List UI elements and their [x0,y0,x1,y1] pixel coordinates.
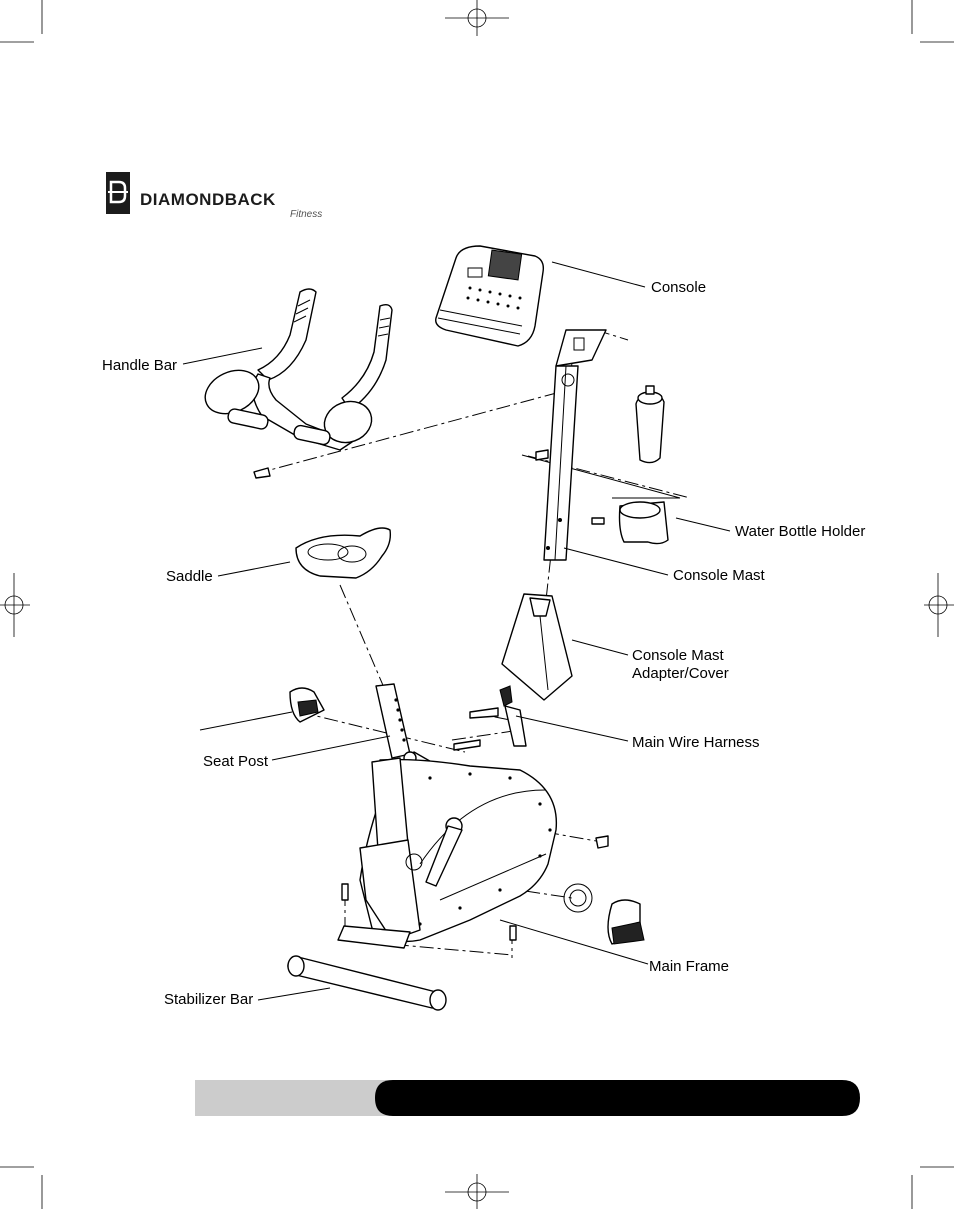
brand-logo: DIAMONDBACK Fitness [106,172,322,220]
left-pedal [289,687,325,723]
registration-mark-bottom [445,1174,509,1209]
label-water-bottle-holder: Water Bottle Holder [735,523,865,540]
stabilizer-bar [287,955,447,1011]
water-bottle-holder [591,501,669,545]
registration-mark-top [445,0,509,36]
label-console: Console [651,279,706,296]
console-mast [535,329,607,561]
right-pedal [607,899,645,945]
console [435,245,545,347]
label-console-mast: Console Mast [673,567,766,584]
handle-bar [204,288,393,479]
footer-grey-band [195,1080,395,1116]
label-console-mast-cover-line1: Console Mast [632,647,725,664]
label-handle-bar: Handle Bar [102,357,177,374]
brand-name: DIAMONDBACK [140,190,276,209]
main-frame [337,757,609,949]
saddle [295,527,392,579]
brand-tagline: Fitness [290,209,322,220]
label-saddle: Saddle [166,568,213,585]
label-console-mast-cover-line2: Adapter/Cover [632,665,729,682]
registration-mark-left [0,573,30,637]
footer-bar [195,1080,860,1116]
label-seat-post: Seat Post [203,753,269,770]
console-mast-cover [501,593,573,701]
registration-mark-right [924,573,954,637]
label-main-wire-harness: Main Wire Harness [632,734,760,751]
wire-harness [453,685,527,751]
leader-lines [182,261,731,1001]
water-bottle [635,385,665,464]
label-stabilizer-bar: Stabilizer Bar [164,991,253,1008]
footer-black-band [375,1080,860,1116]
label-main-frame: Main Frame [649,958,729,975]
